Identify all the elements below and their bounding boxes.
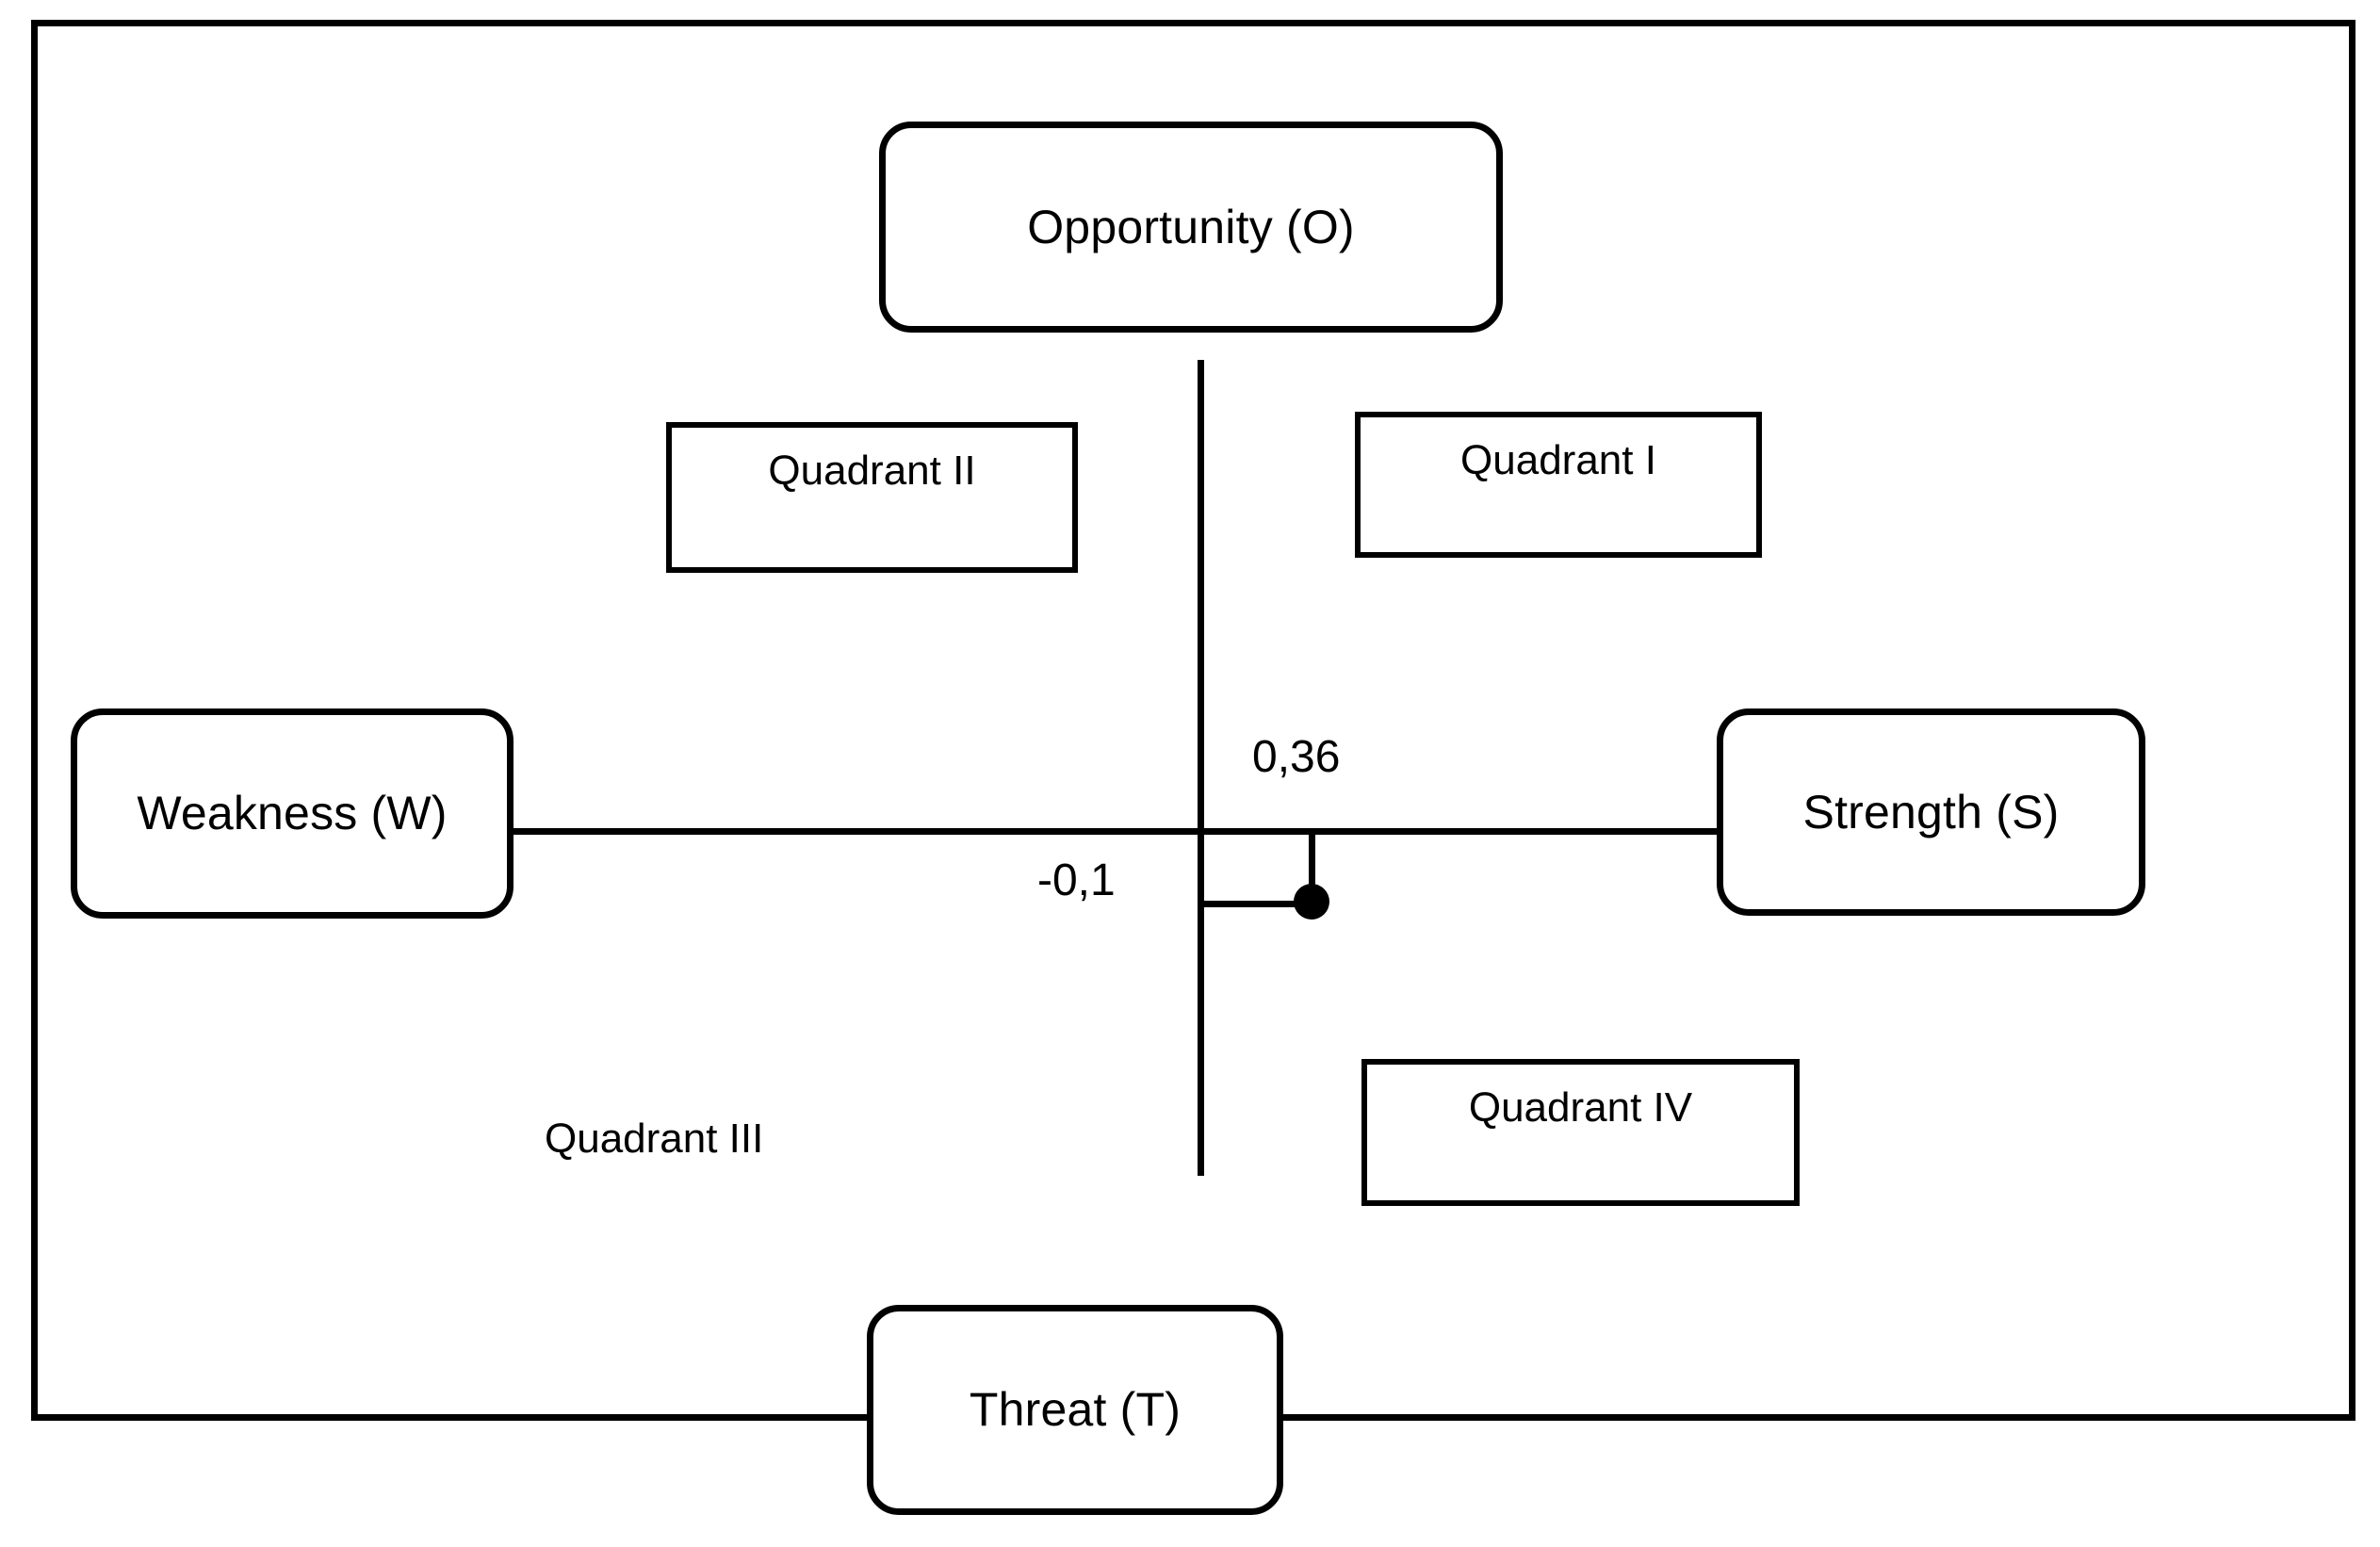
data-point-leader-vertical	[1309, 828, 1315, 907]
vertical-axis-line	[1198, 360, 1204, 1176]
axis-label-strength-text: Strength (S)	[1802, 785, 2060, 839]
quadrant-label-4[interactable]: Quadrant IV	[1361, 1059, 1800, 1206]
quadrant-label-4-text: Quadrant IV	[1468, 1084, 1693, 1131]
data-point-leader-horizontal	[1198, 901, 1315, 907]
quadrant-label-2[interactable]: Quadrant II	[666, 422, 1078, 573]
data-point-value-y: 0,36	[1252, 732, 1341, 782]
data-point-value-x: -0,1	[1037, 855, 1116, 905]
axis-label-threat-text: Threat (T)	[969, 1383, 1182, 1436]
axis-label-opportunity[interactable]: Opportunity (O)	[879, 122, 1503, 333]
axis-label-strength[interactable]: Strength (S)	[1717, 708, 2145, 916]
quadrant-label-1[interactable]: Quadrant I	[1355, 412, 1762, 558]
quadrant-label-1-text: Quadrant I	[1460, 437, 1656, 483]
horizontal-axis-line	[513, 828, 1720, 835]
axis-label-opportunity-text: Opportunity (O)	[1027, 200, 1355, 253]
quadrant-label-3: Quadrant III	[545, 1115, 764, 1162]
axis-label-weakness-text: Weakness (W)	[137, 787, 448, 839]
axis-label-weakness[interactable]: Weakness (W)	[71, 708, 513, 919]
axis-label-threat[interactable]: Threat (T)	[867, 1305, 1283, 1515]
quadrant-label-2-text: Quadrant II	[768, 448, 976, 494]
data-point-marker[interactable]	[1294, 884, 1329, 920]
